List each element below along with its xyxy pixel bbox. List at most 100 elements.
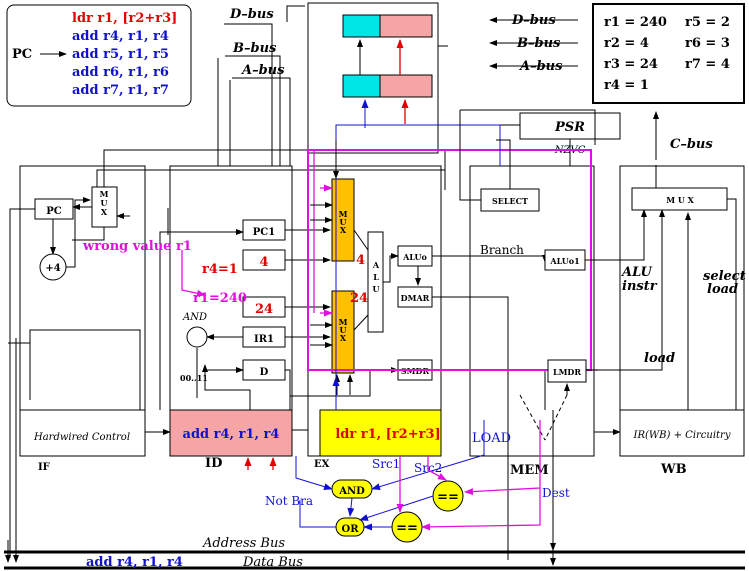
mux-bottom-value: 24 (350, 291, 368, 306)
wb-mux-label: M U X (666, 195, 694, 205)
alu-instr-line2: instr (622, 279, 658, 294)
mem-stage: SELECT Branch ALUo1 LMDR (459, 109, 665, 566)
svg-text:M: M (100, 189, 109, 199)
stage-label-ex: EX (314, 459, 330, 470)
wb-block-box (619, 409, 745, 457)
dmar-label: DMAR (401, 293, 430, 303)
branch-label: Branch (480, 243, 524, 257)
instr-add-r6: add r6, r1, r6 (72, 65, 169, 80)
pc1-label: PC1 (253, 227, 275, 238)
compare-src1-label: == (396, 521, 418, 536)
aluo-label: ALUo (402, 252, 427, 262)
id-a-value: 4 (259, 255, 268, 270)
data-bus-value: add r4, r1, r4 (86, 555, 183, 570)
c-bus-label: C–bus (670, 137, 713, 152)
b-bus-label-left: B–bus (232, 41, 277, 56)
psr-box (519, 112, 621, 140)
instr-add-r7: add r7, r1, r7 (72, 83, 169, 98)
select-load-line2: load (707, 282, 738, 297)
register-file (307, 2, 448, 154)
not-bra-label: Not Bra (265, 494, 313, 508)
d-label: D (260, 367, 269, 378)
if-stage: PC +4 M U X Hardwired Control (8, 149, 446, 563)
reg-r3: r3 = 24 (604, 57, 658, 72)
hazard-logic: AND OR == == LOAD Src1 Src2 Dest Not Bra (265, 420, 570, 543)
alu-instr-line1: ALU (620, 265, 653, 280)
memory-buses: Address Bus Data Bus add r4, r1, r4 (4, 536, 745, 570)
d-bus-label-left: D–bus (229, 7, 274, 22)
r1-value-annotation: r1=240 (193, 291, 247, 306)
dest-label: Dest (542, 486, 570, 500)
lmdr-register (547, 359, 587, 383)
reg-file-cell-a (342, 14, 381, 38)
wb-block-label: IR(WB) + Circuitry (633, 430, 731, 441)
mem-stage-panel (469, 165, 595, 457)
svg-text:U: U (340, 325, 347, 335)
pc-register-label: PC (46, 206, 62, 217)
a-bus-label-left: A–bus (240, 63, 285, 78)
svg-text:A: A (372, 260, 380, 270)
svg-text:L: L (373, 272, 379, 282)
reg-file-cell-b (379, 14, 433, 38)
instr-add-r5: add r5, r1, r5 (72, 47, 169, 62)
reg-r6: r6 = 3 (685, 36, 730, 51)
reg-r2: r2 = 4 (604, 36, 649, 51)
reg-r5: r5 = 2 (685, 15, 730, 30)
hardwired-control-label: Hardwired Control (33, 432, 130, 443)
register-values-box (592, 3, 745, 104)
id-b-value: 24 (255, 302, 273, 317)
svg-text:U: U (340, 217, 347, 227)
pc-label: PC (12, 47, 32, 62)
src1-label: Src1 (372, 457, 400, 471)
ex-instruction-box (319, 409, 442, 457)
svg-text:M: M (339, 317, 348, 327)
svg-text:X: X (101, 207, 108, 217)
svg-text:X: X (340, 225, 347, 235)
wrong-value-annotation: wrong value r1 (82, 239, 192, 254)
instr-ldr: ldr r1, [r2+r3] (72, 11, 177, 26)
ex-instruction: ldr r1, [r2+r3] (335, 427, 440, 442)
select-label: SELECT (492, 196, 528, 206)
program-listing: PC ldr r1, [r2+r3] add r4, r1, r4 add r5… (6, 4, 192, 107)
plus4-label: +4 (45, 263, 60, 274)
data-bus-label: Data Bus (242, 555, 303, 570)
wb-stage: M U X ALU instr select load load IR(WB) … (619, 165, 746, 457)
reg-r4: r4 = 1 (604, 78, 649, 93)
reg-r1: r1 = 240 (604, 15, 667, 30)
load-signal-label: LOAD (472, 431, 511, 446)
stage-label-if: IF (38, 462, 50, 473)
r4-value-annotation: r4=1 (202, 262, 238, 277)
register-values: r1 = 240 r2 = 4 r3 = 24 r4 = 1 r5 = 2 r6… (592, 3, 745, 104)
and-gate-circle (186, 326, 208, 348)
and-gate-label: AND (338, 486, 365, 497)
psr-label: PSR (554, 120, 585, 135)
id-stage: PC1 4 24 IR1 D AND 00..11 r4=1 wrong val… (82, 208, 331, 470)
reg-file-cell-d (379, 74, 433, 98)
stage-label-id: ID (205, 456, 222, 471)
svg-text:U: U (101, 198, 108, 208)
address-bus-label: Address Bus (202, 536, 285, 551)
wb-stage-panel (619, 165, 745, 457)
id-instruction-box (169, 409, 293, 457)
hardwired-control-box (19, 409, 146, 457)
stage-label-mem: MEM (510, 463, 549, 478)
select-load-line1: select (703, 269, 746, 284)
svg-text:M: M (339, 209, 348, 219)
lmdr-label: LMDR (553, 367, 581, 377)
ir1-label: IR1 (254, 334, 274, 345)
load-label: load (644, 351, 675, 366)
reg-file-cell-c (342, 74, 381, 98)
id-instruction: add r4, r1, r4 (183, 427, 280, 442)
bits-label: 00..11 (180, 373, 208, 383)
aluo1-label: ALUo1 (549, 256, 579, 266)
instr-add-r4: add r4, r1, r4 (72, 29, 169, 44)
or-gate-label: OR (341, 524, 359, 535)
program-box (6, 4, 192, 107)
compare-src2-label: == (437, 490, 459, 505)
svg-text:U: U (373, 284, 380, 294)
ex-mux-bottom (331, 290, 355, 374)
alu-block (367, 231, 384, 333)
mux-top-value: 4 (356, 253, 365, 268)
reg-r7: r7 = 4 (685, 57, 730, 72)
